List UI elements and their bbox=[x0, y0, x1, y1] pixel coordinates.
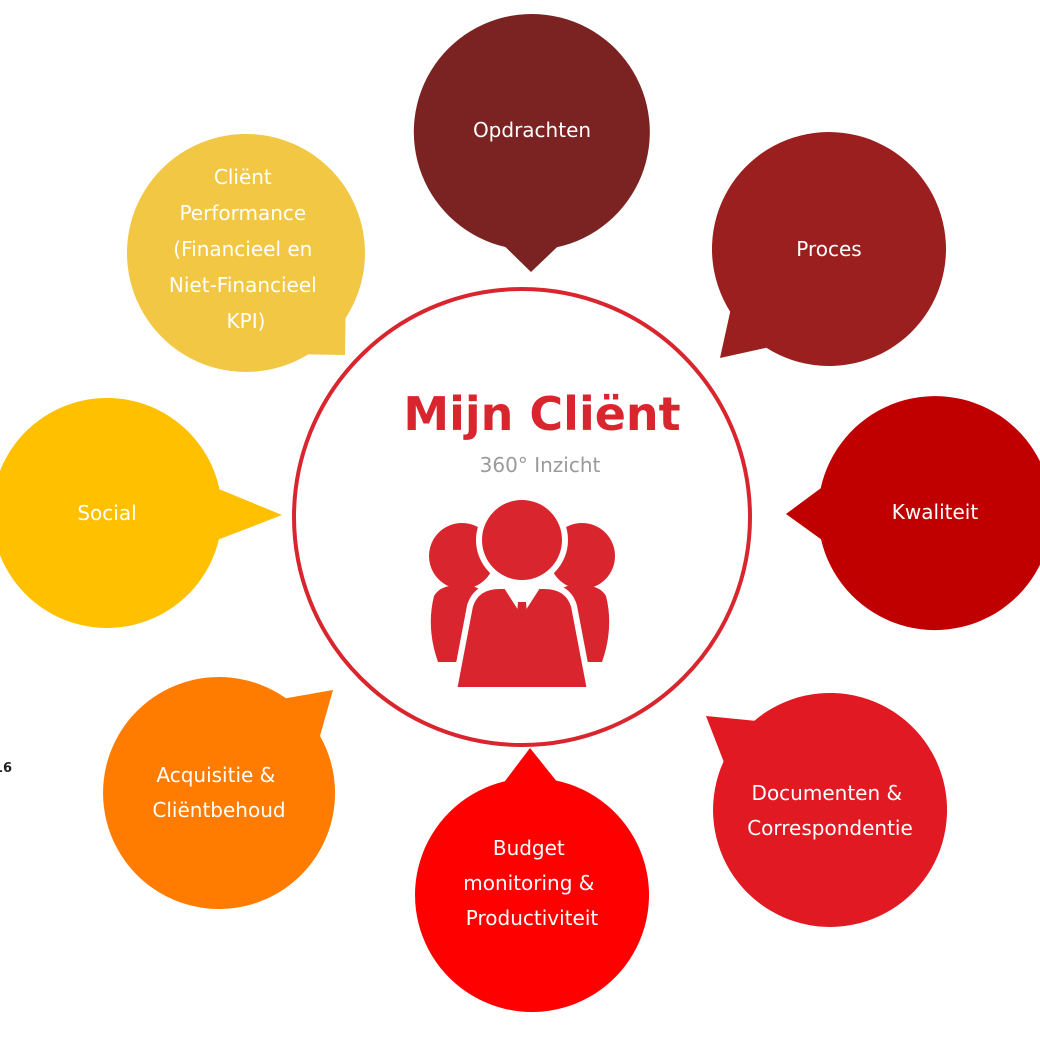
bubble-social-label: Social bbox=[77, 501, 136, 525]
bubble-kwaliteit-shape bbox=[786, 396, 1040, 630]
bubble-proces: Proces bbox=[711, 132, 946, 367]
bubble-performance-line: Performance bbox=[179, 201, 306, 225]
bubble-documenten-shape bbox=[706, 692, 948, 927]
bubble-performance-line: (Financieel en bbox=[173, 237, 312, 261]
center-title: Mijn Cliënt bbox=[403, 387, 680, 441]
bubble-budget-shape bbox=[415, 748, 650, 1013]
bubble-social-line: Social bbox=[77, 501, 136, 525]
bubble-documenten-label: Documenten & Correspondentie bbox=[747, 781, 913, 840]
people-group-icon bbox=[429, 494, 615, 693]
bubble-proces-shape bbox=[711, 132, 946, 367]
center-subtitle: 360° Inzicht bbox=[480, 453, 601, 477]
bubble-kwaliteit-line: Kwaliteit bbox=[892, 500, 979, 524]
bubble-acquisitie-line: Cliëntbehoud bbox=[152, 798, 285, 822]
bubble-proces-line: Proces bbox=[796, 237, 861, 261]
bubble-budget: Budget monitoring & Productiviteit bbox=[415, 748, 650, 1013]
bubble-performance-line: KPI) bbox=[227, 309, 266, 333]
bubble-kwaliteit: Kwaliteit bbox=[786, 396, 1040, 630]
page-number: 16 bbox=[0, 761, 12, 776]
bubble-documenten-line: Documenten & bbox=[752, 781, 903, 805]
bubble-kwaliteit-label: Kwaliteit bbox=[892, 500, 979, 524]
bubble-documenten: Documenten & Correspondentie bbox=[706, 692, 948, 927]
bubble-proces-label: Proces bbox=[796, 237, 861, 261]
bubble-performance-line: Niet-Financieel bbox=[169, 273, 317, 297]
bubble-acquisitie: Acquisitie & Cliëntbehoud bbox=[103, 677, 336, 910]
bubble-documenten-line: Correspondentie bbox=[747, 816, 913, 840]
bubble-social: Social bbox=[0, 397, 282, 628]
bubble-budget-line: monitoring & bbox=[463, 871, 594, 895]
bubble-acquisitie-shape bbox=[103, 677, 336, 910]
bubble-acquisitie-line: Acquisitie & bbox=[156, 763, 275, 787]
bubble-budget-line: Productiviteit bbox=[466, 906, 599, 930]
bubble-opdrachten-shape bbox=[413, 13, 650, 273]
bubble-opdrachten-line: Opdrachten bbox=[473, 118, 591, 142]
bubble-budget-label: Budget monitoring & Productiviteit bbox=[463, 836, 601, 930]
bubble-budget-line: Budget bbox=[493, 836, 565, 860]
bubble-performance-shape bbox=[126, 133, 365, 372]
center-hub: Mijn Cliënt 360° Inzicht bbox=[292, 287, 752, 747]
bubble-opdrachten: Opdrachten bbox=[413, 13, 650, 273]
bubble-performance-line: Cliënt bbox=[214, 165, 272, 189]
bubble-performance: Cliënt Performance (Financieel en Niet-F… bbox=[126, 133, 365, 372]
bubble-performance-label: Cliënt Performance (Financieel en Niet-F… bbox=[169, 165, 323, 333]
bubble-opdrachten-label: Opdrachten bbox=[473, 118, 591, 142]
bubble-social-shape bbox=[0, 397, 282, 628]
bubble-acquisitie-label: Acquisitie & Cliëntbehoud bbox=[152, 763, 285, 822]
